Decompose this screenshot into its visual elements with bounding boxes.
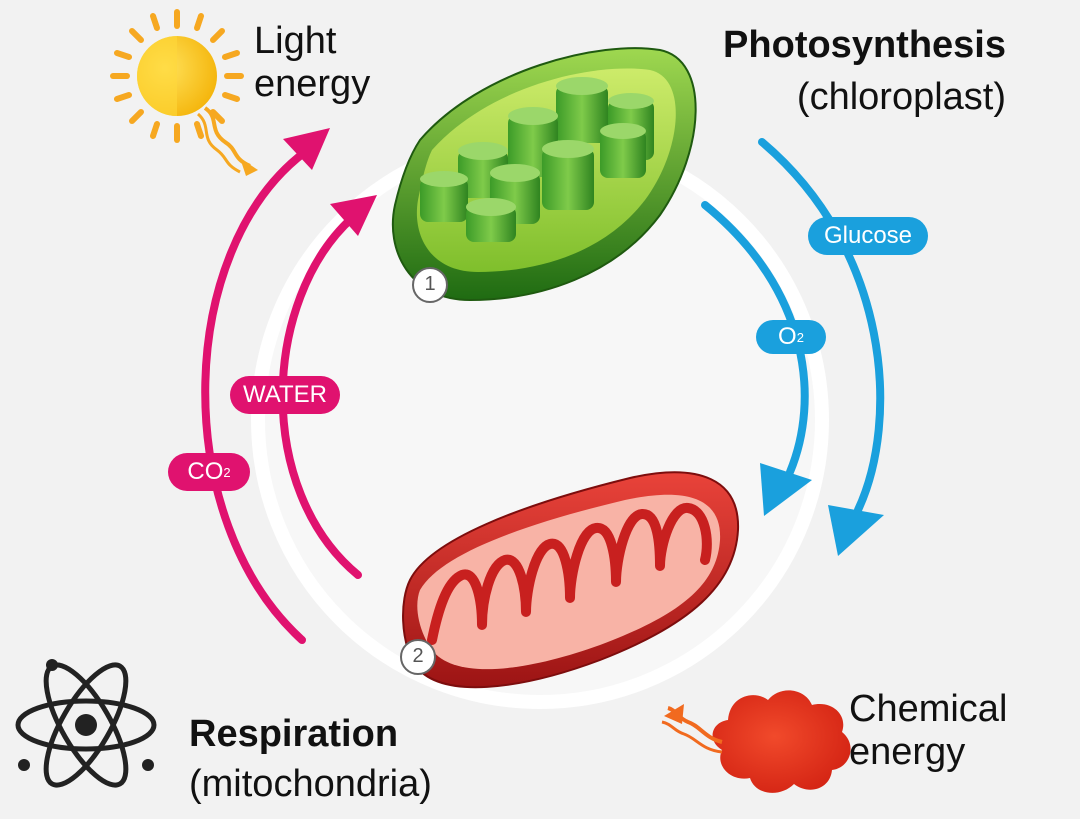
co2-pill-main: CO <box>187 458 224 485</box>
o2-pill-main: O <box>778 323 797 350</box>
chemical-energy-line-2: energy <box>849 730 966 773</box>
photosynthesis-subtitle: (chloroplast) <box>796 76 1006 118</box>
chemical-energy-icon <box>661 690 851 793</box>
water-pill: WATER <box>230 376 340 414</box>
o2-pill-sub: 2 <box>796 329 804 345</box>
respiration-subtitle: (mitochondria) <box>189 763 432 805</box>
light-energy-line-1: Light <box>254 20 337 62</box>
marker-1-number: 1 <box>424 273 436 295</box>
sun-icon <box>110 9 258 176</box>
respiration-title: Respiration <box>189 713 399 755</box>
photosynthesis-title: Photosynthesis <box>723 24 1006 66</box>
chemical-energy-label: Chemical energy <box>849 688 1007 773</box>
marker-2-number: 2 <box>412 645 424 667</box>
marker-1 <box>412 267 448 303</box>
co2-pill-sub: 2 <box>223 464 231 480</box>
glucose-arrow <box>758 138 885 556</box>
glucose-pill: Glucose <box>808 217 928 255</box>
chloroplast <box>391 47 697 302</box>
thylakoid-stacks <box>420 77 654 242</box>
light-energy-label: Light energy <box>254 20 370 105</box>
atom-icon <box>15 659 157 788</box>
chemical-energy-line-1: Chemical <box>849 688 1008 730</box>
marker-2 <box>400 639 436 675</box>
mitochondrion <box>402 471 740 689</box>
co2-arrow <box>201 128 330 644</box>
light-energy-line-2: energy <box>254 62 371 105</box>
